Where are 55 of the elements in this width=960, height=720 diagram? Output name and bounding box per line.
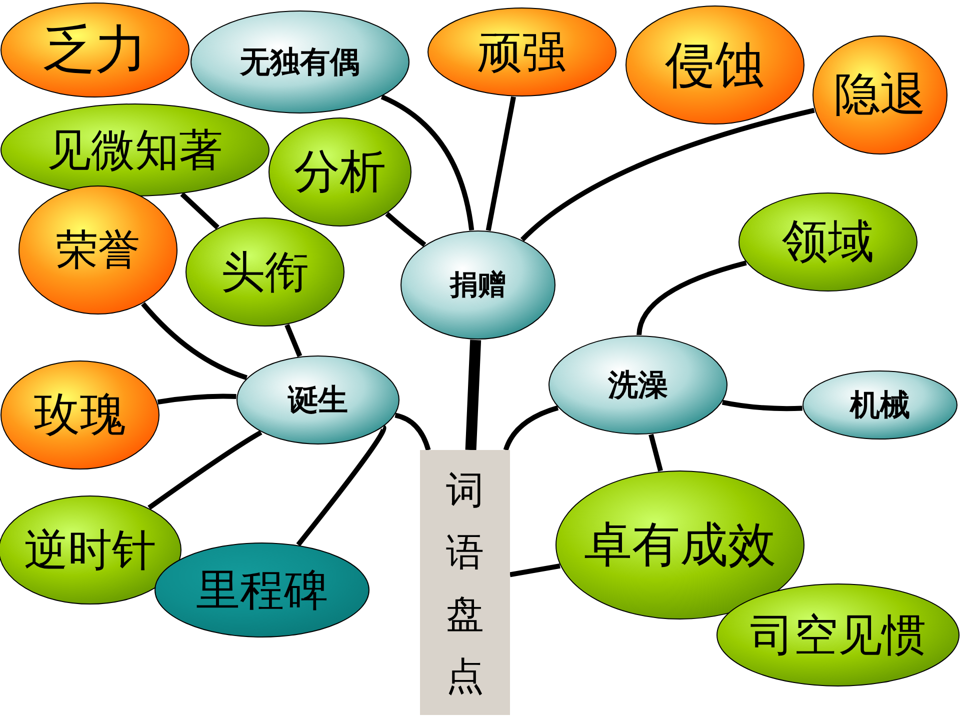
- word-label: 卓有成效: [584, 516, 776, 575]
- branch-line: [380, 94, 474, 231]
- branch-ellipse: [236, 355, 400, 445]
- word-ellipse: [185, 217, 345, 327]
- branch-line: [722, 400, 802, 412]
- branch-line: [648, 434, 663, 472]
- word-label: 玫瑰: [34, 386, 126, 443]
- word-label: 侵蚀: [665, 34, 765, 96]
- word-label: 司空见惯: [750, 608, 926, 662]
- word-label: 分析: [294, 143, 386, 200]
- word-label: 机械: [850, 386, 910, 424]
- branch-ellipse: [548, 335, 728, 435]
- word-ellipse: [625, 5, 805, 125]
- branch-line: [180, 192, 220, 230]
- word-label: 乏力: [43, 19, 147, 82]
- word-label: 荣誉: [56, 224, 140, 276]
- word-ellipse: [427, 7, 617, 97]
- word-ellipse: [154, 542, 370, 638]
- branch-line: [284, 324, 302, 358]
- branch-line: [157, 394, 236, 404]
- branch-line: [503, 405, 559, 451]
- word-label: 隐退: [834, 66, 926, 123]
- word-ellipse: [812, 35, 948, 155]
- branch-ellipse: [190, 10, 410, 114]
- word-ellipse: [268, 117, 412, 227]
- branch-line: [520, 108, 815, 242]
- word-ellipse: [0, 360, 160, 470]
- branch-line: [636, 260, 747, 336]
- branch-line: [385, 212, 426, 247]
- word-label: 无独有偶: [240, 44, 360, 82]
- word-label: 见微知著: [47, 124, 223, 178]
- word-label: 捐赠: [450, 267, 506, 303]
- word-label: 里程碑: [196, 564, 328, 618]
- word-ellipse: [716, 583, 960, 687]
- branch-line: [465, 340, 482, 450]
- branch-line: [394, 412, 431, 451]
- word-ellipse: [738, 192, 918, 292]
- branch-line: [296, 426, 386, 546]
- branch-line: [486, 96, 516, 231]
- branch-line: [141, 302, 248, 380]
- word-label: 领域: [782, 213, 874, 270]
- word-label: 诞生: [288, 382, 348, 420]
- branch-line: [148, 430, 262, 510]
- word-ellipse: [0, 103, 270, 197]
- word-label: 逆时针: [24, 524, 156, 578]
- word-ellipse: [0, 2, 190, 98]
- word-label: 洗澡: [608, 366, 668, 404]
- branch-ellipse: [400, 230, 556, 340]
- title-panel: [420, 450, 510, 715]
- word-label: 顽强: [478, 26, 566, 80]
- branch-line: [510, 563, 560, 578]
- word-label: 词语盘点: [445, 466, 485, 700]
- word-label: 头衔: [221, 246, 309, 300]
- word-ellipse: [18, 185, 178, 315]
- branch-ellipse: [802, 370, 958, 440]
